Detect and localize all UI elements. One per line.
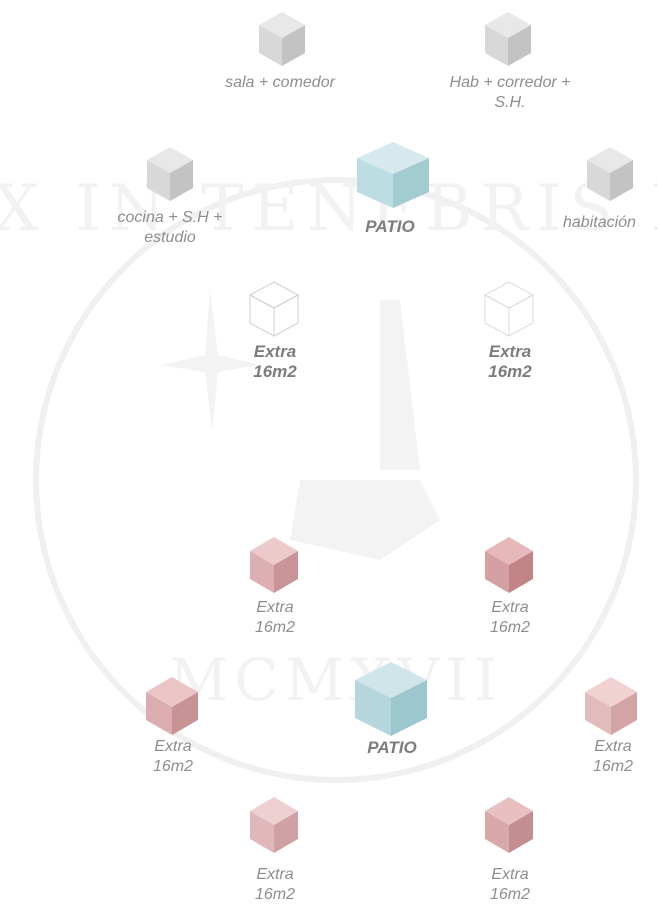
pink-cube-icon: [250, 797, 298, 853]
label-hab-corredor: Hab + corredor + S.H.: [449, 74, 571, 111]
node-extra-outline-2: Extra 16m2: [465, 280, 555, 390]
label-extra-pink-1: Extra 16m2: [254, 599, 296, 636]
label-extra-pink-6: Extra 16m2: [489, 866, 531, 903]
teal-cube-icon: [355, 662, 427, 736]
teal-cube-icon: [357, 142, 429, 208]
node-extra-pink-6: Extra 16m2: [465, 795, 555, 911]
grey-cube-icon: [147, 147, 193, 201]
node-patio-bottom: PATIO: [345, 660, 440, 760]
grey-cube-icon: [259, 12, 305, 66]
outline-cube-icon: [248, 281, 300, 337]
label-cocina: cocina + S.H + estudio: [117, 209, 223, 246]
node-extra-pink-4: Extra 16m2: [568, 675, 658, 785]
node-extra-outline-1: Extra 16m2: [230, 280, 320, 390]
label-extra-outline-1: Extra 16m2: [253, 342, 297, 381]
node-sala-comedor: sala + comedor: [215, 10, 345, 100]
label-habitacion: habitación: [563, 214, 636, 231]
grey-cube-icon: [485, 12, 531, 66]
label-extra-pink-5: Extra 16m2: [254, 866, 296, 903]
watermark-year: MCMXVII: [169, 646, 503, 714]
watermark-motto: ET LUX IN TENEBRIS LUCET: [0, 172, 658, 246]
grey-cube-icon: [587, 147, 633, 201]
node-patio-top: PATIO: [350, 140, 450, 240]
label-extra-pink-2: Extra 16m2: [489, 599, 531, 636]
label-extra-pink-4: Extra 16m2: [592, 738, 634, 775]
node-extra-pink-5: Extra 16m2: [230, 795, 320, 911]
label-patio-bottom: PATIO: [367, 738, 417, 757]
outline-cube-icon: [483, 281, 535, 337]
label-extra-outline-2: Extra 16m2: [488, 342, 532, 381]
node-habitacion: habitación: [555, 145, 658, 235]
node-extra-pink-1: Extra 16m2: [230, 535, 320, 645]
label-extra-pink-3: Extra 16m2: [152, 738, 194, 775]
node-cocina: cocina + S.H + estudio: [105, 145, 255, 255]
node-extra-pink-2: Extra 16m2: [465, 535, 555, 645]
pink-cube-icon: [146, 677, 198, 735]
pink-cube-icon: [485, 537, 533, 593]
pink-cube-icon: [585, 677, 637, 735]
node-extra-pink-3: Extra 16m2: [128, 675, 218, 785]
label-patio-top: PATIO: [365, 217, 415, 236]
pink-cube-icon: [485, 797, 533, 853]
pink-cube-icon: [250, 537, 298, 593]
node-hab-corredor: Hab + corredor + S.H.: [450, 10, 615, 120]
label-sala-comedor: sala + comedor: [225, 74, 335, 91]
